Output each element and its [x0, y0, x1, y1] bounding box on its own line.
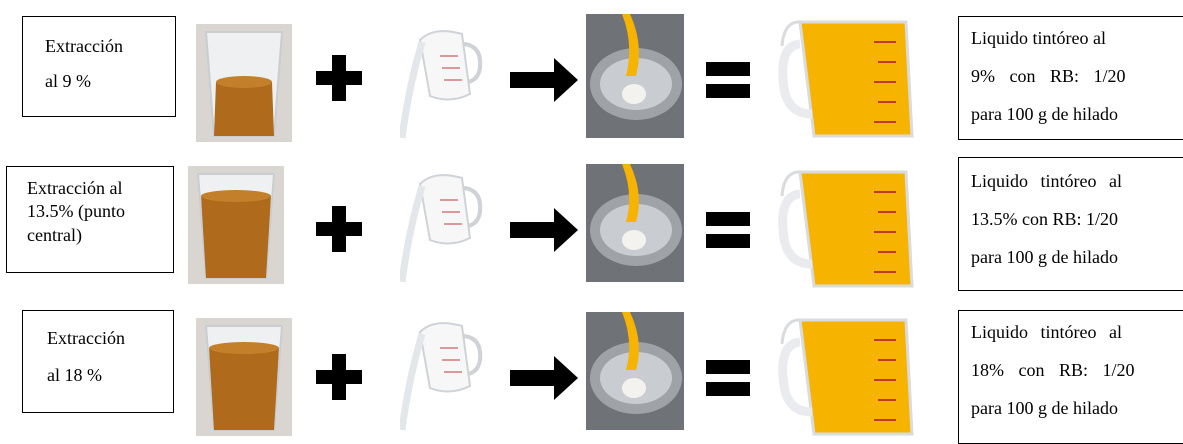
cup-icon	[196, 24, 292, 142]
measuring-jug-icon	[778, 316, 918, 438]
water-pitcher-icon	[400, 20, 490, 140]
arrow-right-icon	[510, 58, 578, 102]
measuring-jug-icon	[778, 18, 918, 140]
extraction-box-2: Extracción al 13.5% (punto central)	[6, 166, 174, 273]
extraction-box-3: Extracción al 18 %	[22, 310, 174, 413]
extraction-box-1: Extracción al 9 %	[22, 16, 176, 117]
extraction-text: 13.5% (punto	[27, 200, 173, 223]
extraction-text: al 18 %	[47, 362, 173, 389]
result-text: para 100 g de hilado	[971, 95, 1182, 133]
extraction-text: al 9 %	[45, 68, 175, 95]
result-text: Liquido tintóreo al	[971, 19, 1182, 57]
arrow-right-icon	[510, 356, 578, 400]
pot-icon	[586, 312, 684, 430]
plus-icon	[316, 354, 362, 400]
extraction-text: Extracción	[45, 33, 175, 60]
plus-icon	[316, 206, 362, 252]
water-pitcher-icon	[400, 312, 490, 432]
result-text: Liquido tintóreo al	[971, 162, 1182, 200]
result-text: 13.5% con RB: 1/20	[971, 200, 1182, 238]
result-text: para 100 g de hilado	[971, 389, 1182, 427]
equals-icon	[706, 360, 750, 396]
result-text: 9% con RB: 1/20	[971, 57, 1182, 95]
plus-icon	[316, 55, 362, 101]
water-pitcher-icon	[400, 164, 490, 284]
extraction-text: central)	[27, 224, 173, 247]
pot-icon	[586, 164, 684, 282]
equals-icon	[706, 212, 750, 248]
result-box-3: Liquido tintóreo al 18% con RB: 1/20 par…	[958, 310, 1183, 444]
extraction-text: Extracción al	[27, 177, 173, 200]
pot-icon	[586, 14, 684, 138]
result-text: 18% con RB: 1/20	[971, 351, 1182, 389]
result-text: para 100 g de hilado	[971, 238, 1182, 276]
result-text: Liquido tintóreo al	[971, 313, 1182, 351]
cup-icon	[196, 318, 292, 436]
measuring-jug-icon	[778, 168, 918, 290]
extraction-text: Extracción	[47, 325, 173, 352]
equals-icon	[706, 62, 750, 98]
result-box-1: Liquido tintóreo al 9% con RB: 1/20 para…	[958, 16, 1183, 140]
arrow-right-icon	[510, 208, 578, 252]
result-box-2: Liquido tintóreo al 13.5% con RB: 1/20 p…	[958, 157, 1183, 291]
cup-icon	[188, 166, 284, 284]
